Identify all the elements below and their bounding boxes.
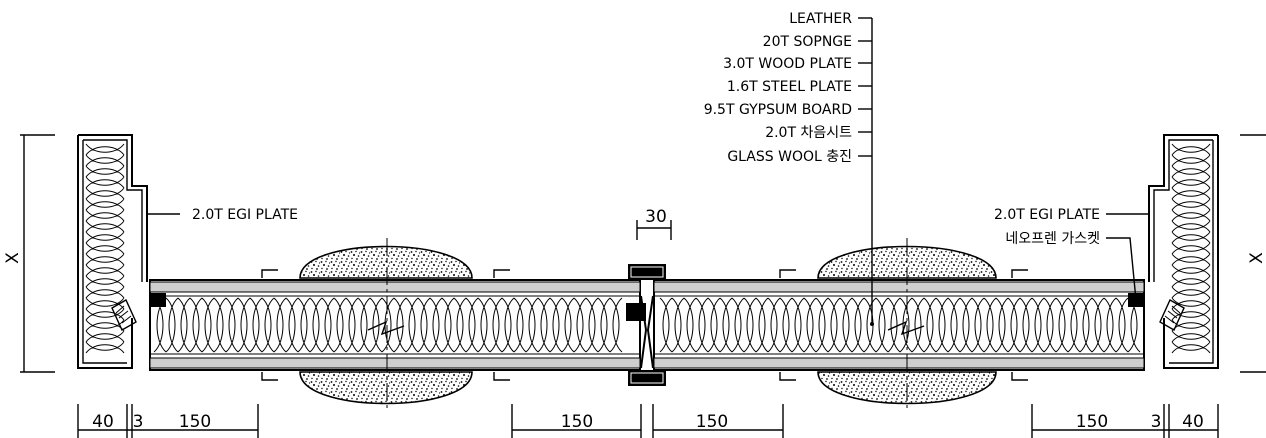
right-gasket-label: 네오프렌 가스켓 [1005, 231, 1100, 247]
left-leaf-glass-wool [153, 297, 623, 353]
left-frame [77, 134, 166, 369]
dim-center-left-150: 150 [561, 412, 593, 432]
left-height-dimension [20, 134, 55, 373]
right-door-leaf [653, 238, 1145, 412]
right-hinge-seal [1159, 299, 1185, 331]
layer-label-gypsum-board: 9.5T GYPSUM BOARD [704, 102, 852, 118]
layer-label-glass-wool: GLASS WOOL 충진 [727, 149, 852, 165]
right-leaf-glass-wool [659, 297, 1141, 353]
layer-label-wood-plate: 3.0T WOOD PLATE [723, 56, 852, 72]
glass-wool-loops [153, 297, 623, 353]
layer-label-steel-plate: 1.6T STEEL PLATE [727, 79, 852, 95]
center-meeting-stile [626, 264, 666, 386]
layer-label-sponge: 20T SOPNGE [763, 34, 852, 50]
right-height-dimension [1240, 134, 1266, 373]
dim-right-frame-40: 40 [1182, 412, 1204, 432]
left-frame-insulation [85, 143, 125, 354]
dim-left-150: 150 [179, 412, 211, 432]
dim-left-gap-3: 3 [133, 412, 144, 432]
insulation-loops [1171, 143, 1211, 354]
left-break-mark [367, 320, 405, 336]
bottom-dimension-lines [77, 404, 1219, 438]
gasket-leader [1106, 237, 1137, 301]
left-egi-plate-label: 2.0T EGI PLATE [192, 207, 298, 223]
left-door-leaf [149, 238, 641, 412]
right-egi-plate-label: 2.0T EGI PLATE [994, 207, 1100, 223]
gap-dimension [636, 220, 672, 240]
dim-right-150: 150 [1076, 412, 1108, 432]
left-bottom-cushion [299, 371, 473, 405]
right-frame [1128, 134, 1219, 369]
layer-label-leather: LEATHER [789, 11, 852, 27]
dim-left-frame-40: 40 [92, 412, 114, 432]
left-hinge-seal [111, 299, 137, 331]
left-top-cushion [299, 245, 473, 279]
insulation-loops [85, 143, 125, 354]
dim-center-right-150: 150 [696, 412, 728, 432]
gap-dimension-value: 30 [645, 207, 667, 227]
left-height-symbol: X [3, 252, 23, 264]
layer-leader-lines [858, 17, 874, 326]
layer-label-sound-sheet: 2.0T 차음시트 [765, 125, 852, 141]
right-frame-insulation [1171, 143, 1211, 354]
glass-wool-loops [659, 297, 1141, 353]
dim-right-gap-3: 3 [1151, 412, 1162, 432]
right-height-symbol: X [1247, 252, 1266, 264]
right-break-mark [887, 320, 925, 336]
